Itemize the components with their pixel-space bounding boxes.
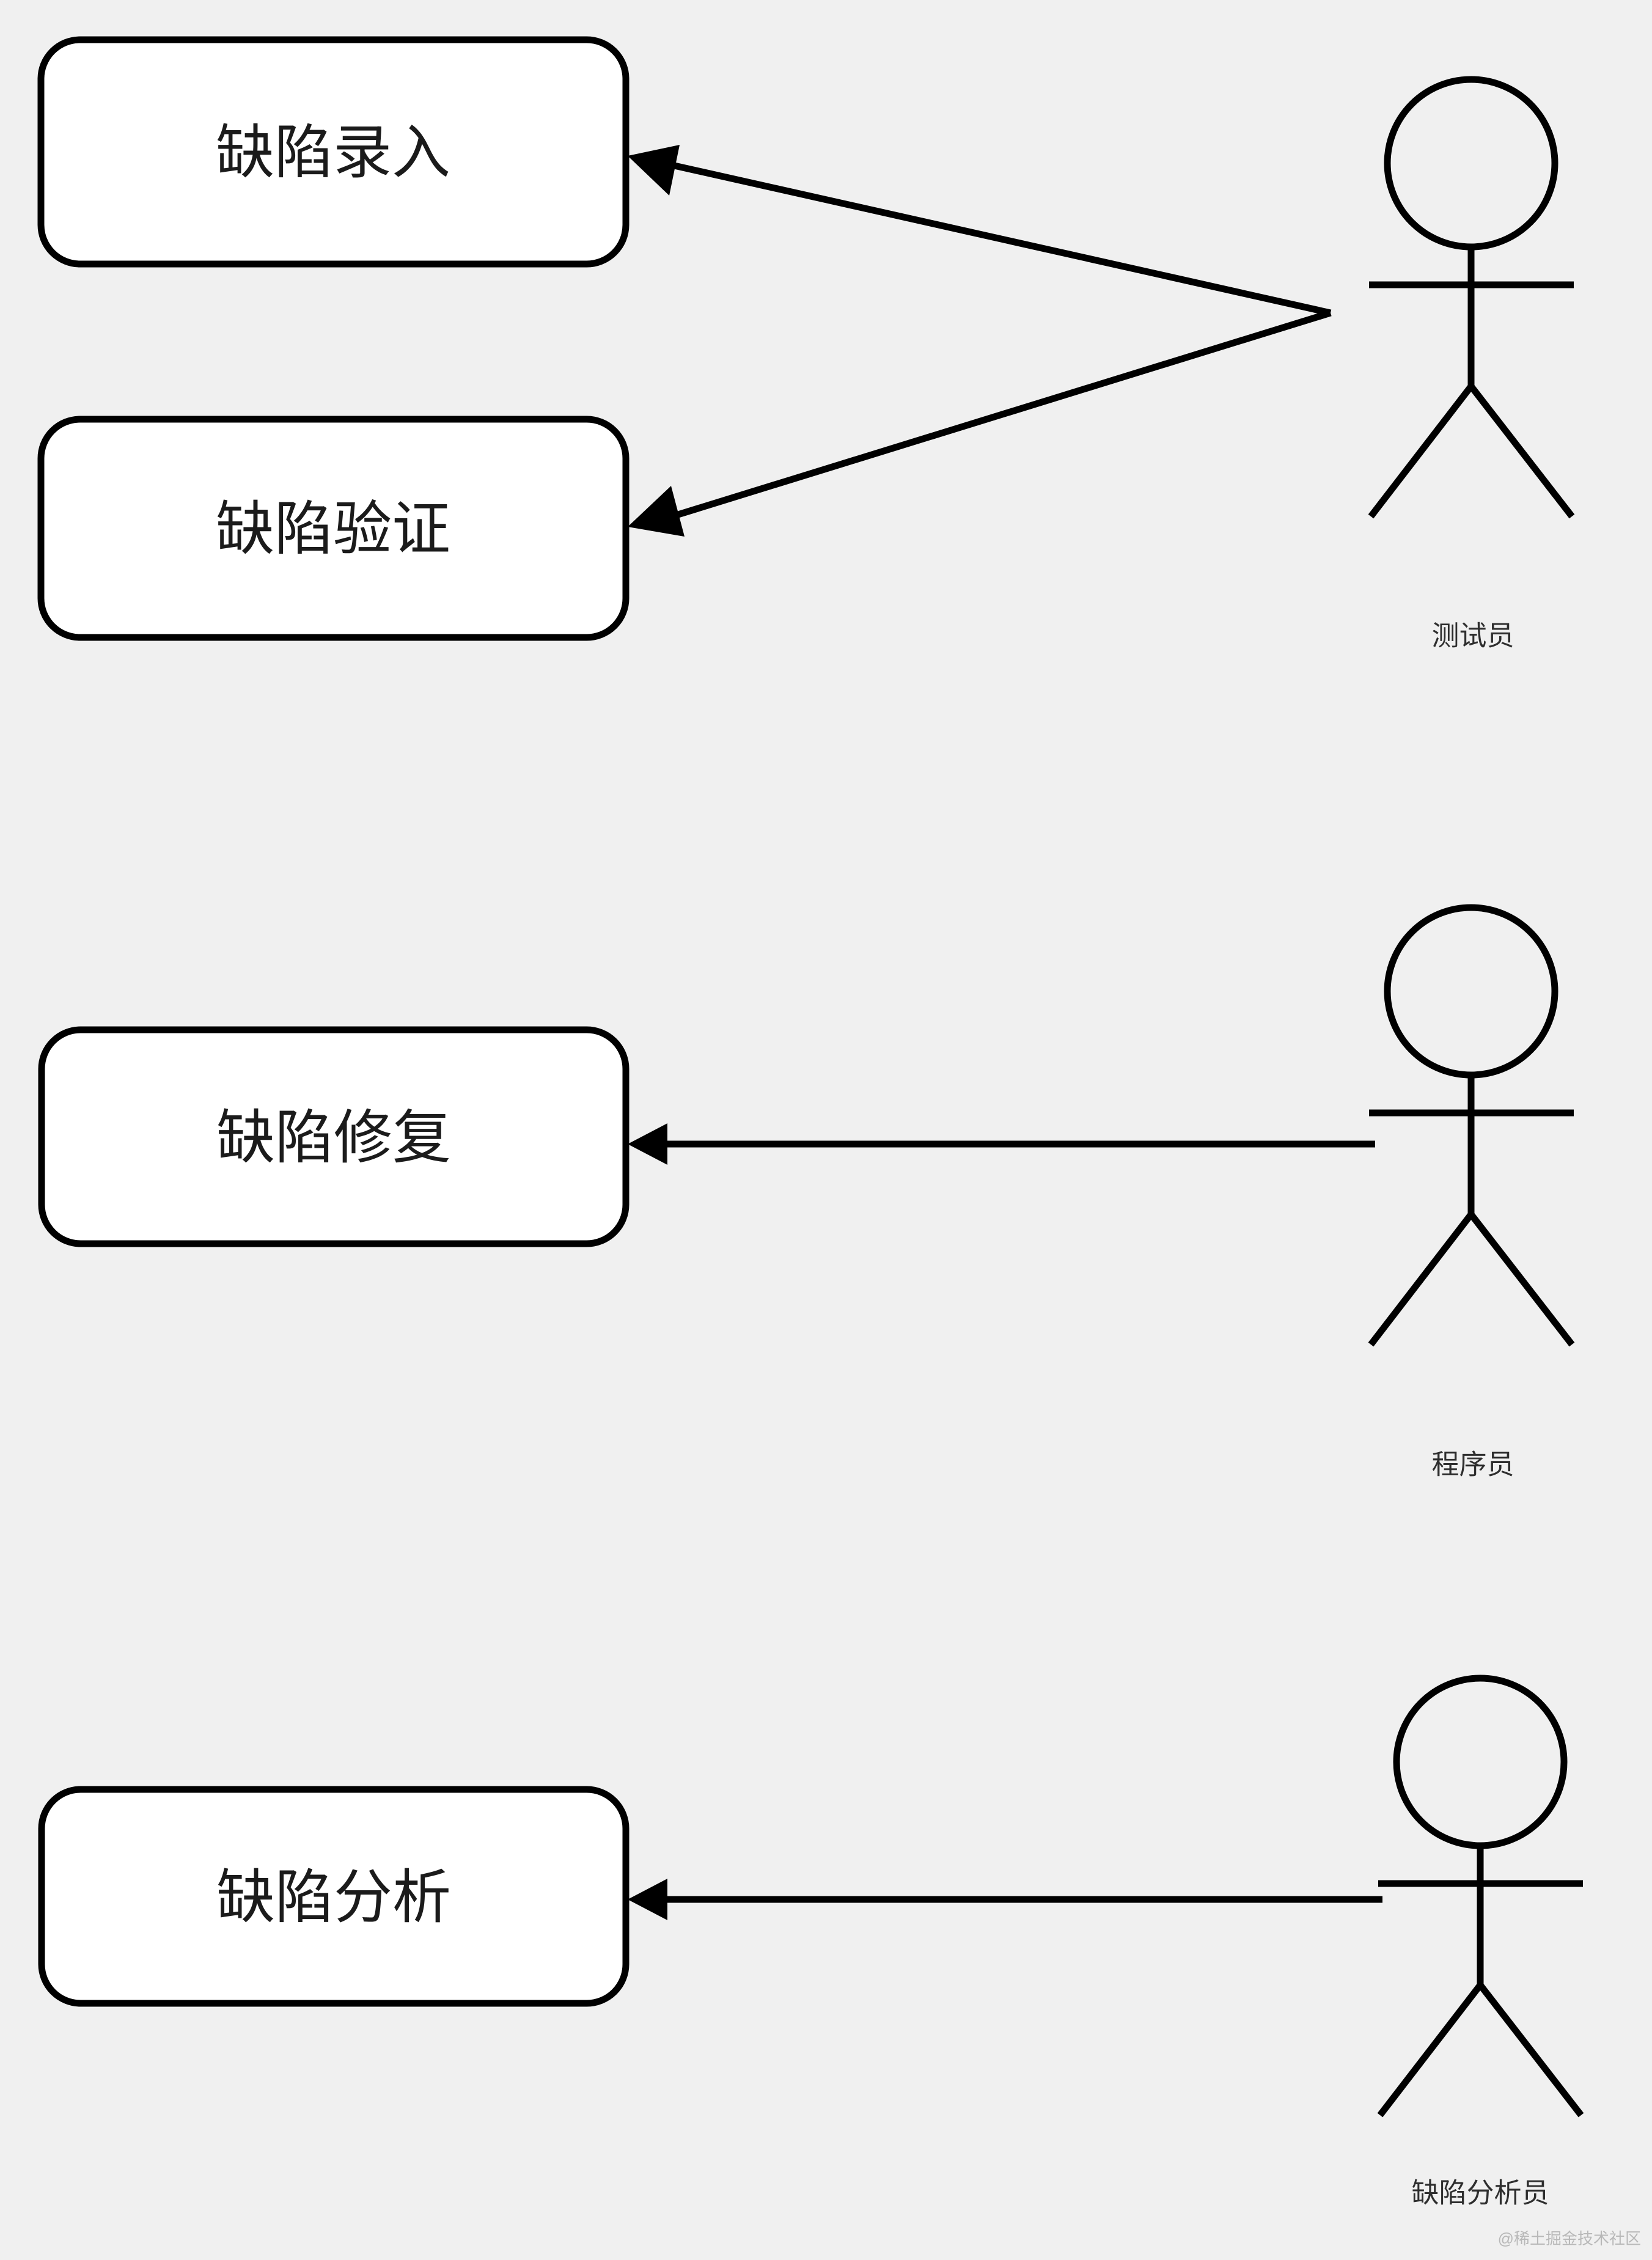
usecase-defect-fix[interactable]: 缺陷修复	[38, 1026, 630, 1247]
actor-left-leg-line	[1368, 1212, 1474, 1347]
actor-head-icon	[1384, 76, 1558, 251]
usecase-shape	[38, 1026, 630, 1247]
usecase-label: 缺陷验证	[216, 497, 450, 562]
actor-right-leg-line	[1477, 1983, 1584, 2118]
usecase-label: 缺陷修复	[216, 1106, 451, 1171]
actor-head-icon	[1384, 904, 1558, 1079]
arrowhead-icon	[628, 1879, 667, 1920]
actor-label: 程序员	[1431, 1449, 1514, 1480]
usecase-label: 缺陷录入	[216, 120, 450, 186]
arrowhead-icon	[628, 486, 685, 537]
actor-right-leg-line	[1468, 1212, 1575, 1347]
association-group	[628, 145, 1382, 1920]
actor-right-leg-line	[1468, 384, 1575, 519]
association-line	[665, 160, 1332, 317]
association-tester-to-defect-entry[interactable]	[628, 145, 1332, 317]
usecase-defect-analysis[interactable]: 缺陷分析	[38, 1786, 630, 2007]
association-tester-to-defect-verification[interactable]	[628, 309, 1332, 537]
usecase-defect-entry[interactable]: 缺陷录入	[37, 36, 630, 268]
usecase-defect-verification[interactable]: 缺陷验证	[37, 416, 630, 641]
actor-defect-analyst[interactable]: 缺陷分析员	[1377, 1675, 1584, 2209]
actor-left-leg-line	[1377, 1983, 1483, 2118]
association-analyst-to-defect-analysis[interactable]	[628, 1879, 1382, 1920]
actor-programmer[interactable]: 程序员	[1368, 904, 1575, 1480]
actor-label: 测试员	[1431, 620, 1514, 651]
usecase-shape	[37, 36, 630, 268]
watermark: @稀土掘金技术社区	[1498, 2229, 1641, 2248]
usecase-shape	[37, 416, 630, 641]
arrowhead-icon	[628, 145, 680, 196]
actor-head-icon	[1393, 1675, 1568, 1849]
actor-label: 缺陷分析员	[1411, 2177, 1549, 2209]
association-programmer-to-defect-fix[interactable]	[628, 1123, 1375, 1165]
usecase-label: 缺陷分析	[216, 1865, 451, 1931]
actor-left-leg-line	[1368, 384, 1474, 519]
actor-tester[interactable]: 测试员	[1368, 76, 1575, 651]
usecase-shape	[38, 1786, 630, 2007]
arrowhead-icon	[628, 1123, 667, 1165]
association-line	[665, 309, 1332, 522]
